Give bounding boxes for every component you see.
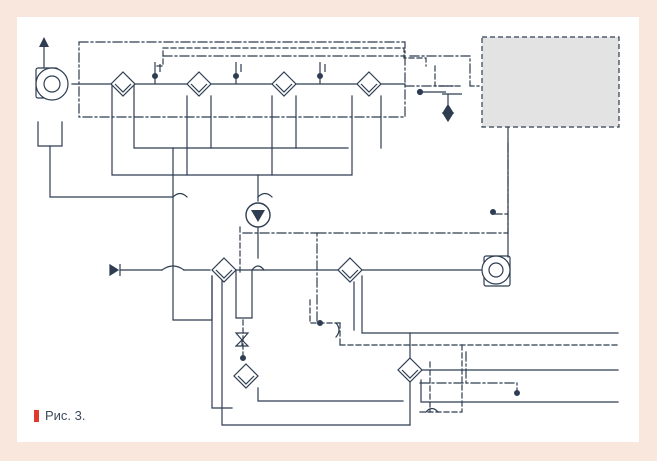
heat-exchanger-icon xyxy=(397,357,423,383)
valve-icon xyxy=(109,263,121,277)
pump-icon xyxy=(245,202,271,228)
heat-exchanger-icon xyxy=(211,257,237,283)
piping xyxy=(37,83,619,426)
valve-icon xyxy=(416,88,446,96)
heat-exchanger-icon xyxy=(337,257,363,283)
valve-icon xyxy=(441,93,462,123)
exhaust-fan-icon xyxy=(35,37,69,101)
valve-icon xyxy=(234,332,250,346)
dashed-lines xyxy=(156,47,619,413)
equipment-box xyxy=(481,36,620,128)
heat-exchanger-icon xyxy=(110,71,136,97)
pipe-crossovers xyxy=(161,192,439,413)
heat-exchanger-icon xyxy=(271,71,297,97)
control-points xyxy=(152,62,520,397)
valve-icon xyxy=(234,339,250,347)
heat-exchanger-icon xyxy=(186,71,212,97)
supply-fan-icon xyxy=(481,255,511,287)
heat-exchanger-icon xyxy=(233,363,259,389)
control-lines xyxy=(78,41,518,394)
caption-text: Рис. 3. xyxy=(45,408,86,423)
figure-caption: Рис. 3. xyxy=(34,408,86,423)
caption-marker xyxy=(34,409,39,422)
valves xyxy=(109,78,505,347)
heat-exchangers xyxy=(110,71,423,389)
heat-exchanger-icon xyxy=(356,71,382,97)
